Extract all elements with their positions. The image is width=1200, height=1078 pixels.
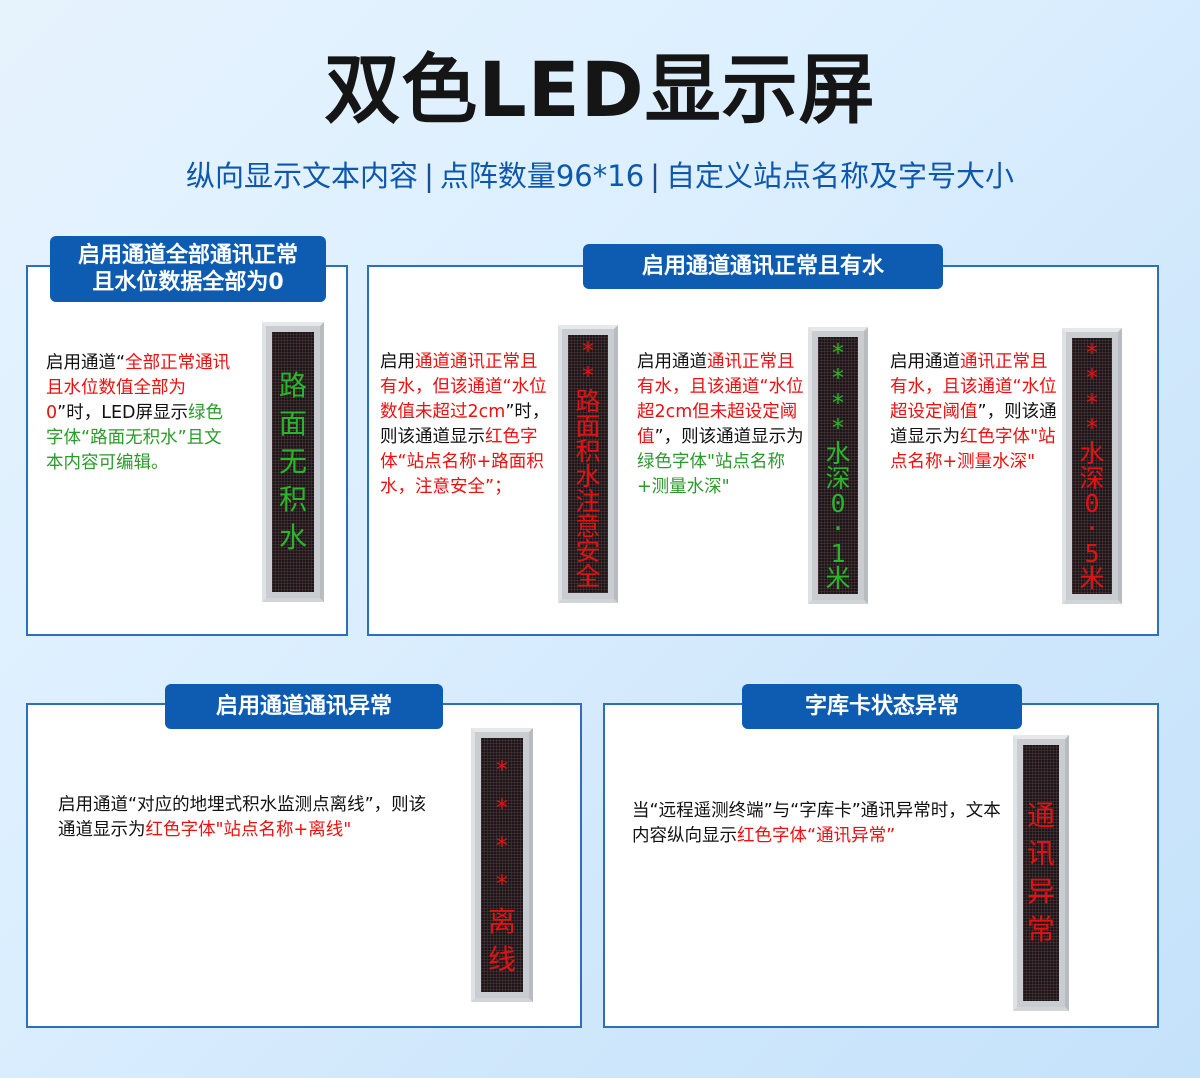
page-title: 双色LED显示屏 — [324, 45, 876, 134]
led-character: * — [1084, 389, 1100, 417]
description-segment: 通讯正常且有水，且该通道“水位超2cm但未超设定阈值 — [637, 352, 804, 447]
card-font-card-error — [603, 703, 1159, 1028]
led-character: * — [494, 756, 510, 784]
description-segment: ”，则该通道显示为 — [890, 402, 1057, 447]
description-segment: 红色字体"站点名称+测量水深" — [890, 427, 1056, 472]
card-description: 启用通道通讯正常且有水，但该通道“水位数值未超过2cm”时，则该通道显示红色字体… — [380, 350, 550, 500]
description-segment: 通讯正常且有水，且该通道“水位超设定阈值 — [890, 352, 1057, 422]
led-character: 深 — [1079, 464, 1105, 493]
led-character: 米 — [825, 563, 851, 593]
led-character: 积 — [575, 437, 601, 466]
led-character: 意 — [575, 512, 601, 541]
led-character: 0 — [1084, 489, 1100, 518]
description-segment: 红色字体“站点名称+路面积水，注意安全”； — [380, 427, 544, 497]
led-character: 水 — [278, 521, 307, 554]
led-character: 面 — [575, 412, 601, 441]
led-character: 水 — [825, 438, 851, 468]
subtitle-separator: | — [424, 159, 434, 193]
badge-line-1: 启用通道全部通讯正常 — [77, 243, 298, 268]
card-badge: 启用通道通讯异常 — [165, 684, 443, 729]
led-character: * — [830, 413, 846, 442]
card-badge: 字库卡状态异常 — [742, 684, 1022, 729]
description-segment: 红色字体"站点名称+离线" — [145, 820, 352, 840]
card-description: 启用通道“全部正常通讯且水位数值全部为0”时，LED屏显示绿色字体“路面无积水”… — [46, 351, 238, 476]
led-character: 水 — [1079, 439, 1105, 468]
card-badge: 启用通道通讯正常且有水 — [583, 244, 943, 289]
led-character: · — [830, 513, 846, 543]
led-display: 路面无积水 — [262, 322, 324, 602]
led-character: 线 — [487, 943, 516, 976]
led-character: · — [1084, 514, 1100, 543]
led-character: * — [494, 794, 510, 822]
led-character: 通 — [1026, 799, 1055, 832]
led-screen: 路面无积水 — [272, 332, 314, 592]
led-character: 深 — [825, 463, 851, 493]
description-segment: 启用通道 — [637, 352, 707, 372]
led-character: 注 — [575, 487, 601, 516]
description-segment: 绿色字体"站点名称+测量水深" — [637, 452, 786, 497]
card-description: 启用通道通讯正常且有水，且该通道“水位超设定阈值”，则该通道显示为红色字体"站点… — [890, 350, 1058, 475]
led-screen: **路面积水注意安全 — [568, 335, 608, 593]
card-description: 启用通道“对应的地埋式积水监测点离线”，则该通道显示为红色字体"站点名称+离线" — [58, 793, 438, 843]
led-character: * — [830, 363, 846, 392]
led-character: * — [830, 338, 846, 367]
led-character: 5 — [1084, 539, 1100, 568]
description-segment: 启用通道“ — [46, 353, 126, 373]
led-character: * — [494, 832, 510, 860]
description-segment: 全部正常通讯且水位数值全部为0 — [46, 353, 231, 423]
led-character: 全 — [575, 562, 601, 591]
led-character: * — [1084, 414, 1100, 442]
led-character: 讯 — [1026, 837, 1055, 870]
description-segment: 启用通道 — [890, 352, 960, 372]
led-character: 路 — [575, 387, 601, 416]
led-character: 离 — [487, 905, 516, 938]
led-screen: 通讯异常 — [1023, 745, 1059, 1001]
led-display: 通讯异常 — [1013, 735, 1069, 1011]
description-segment: ”时，则该通道显示 — [380, 402, 550, 447]
led-screen: * * * * 离线 — [481, 738, 523, 992]
subtitle-part-2: 点阵数量96*16 — [439, 159, 645, 193]
led-character: 积 — [278, 483, 307, 516]
description-segment: ”时，LED屏显示 — [57, 403, 188, 423]
card-normal-with-water — [367, 265, 1159, 636]
led-character: 米 — [1079, 564, 1105, 593]
led-character: 水 — [575, 462, 601, 491]
led-character: * — [580, 362, 596, 390]
led-character: 0 — [830, 488, 846, 518]
subtitle-part-3: 自定义站点名称及字号大小 — [665, 159, 1014, 193]
led-display: * * * * 离线 — [471, 728, 533, 1002]
description-segment: 红色字体“通讯异常” — [737, 826, 896, 846]
description-segment: 当“远程遥测终端”与“字库卡”通讯异常时，文本内容纵向显示 — [632, 801, 1001, 846]
description-segment: 通道通讯正常且有水，但该通道“水位数值未超过2cm — [380, 352, 547, 422]
description-segment: 绿色字体“路面无积水”且文本内容可编辑。 — [46, 403, 223, 473]
description-segment: 启用通道“对应的地埋式积水监测点离线”，则该通道显示为 — [58, 795, 427, 840]
led-character: 常 — [1026, 913, 1055, 946]
led-character: 安 — [575, 537, 601, 566]
led-character: * — [1084, 364, 1100, 392]
led-character: * — [1084, 339, 1100, 367]
led-character: * — [494, 870, 510, 898]
description-segment: 启用 — [380, 352, 415, 372]
led-display: **路面积水注意安全 — [558, 325, 618, 603]
card-description: 当“远程遥测终端”与“字库卡”通讯异常时，文本内容纵向显示红色字体“通讯异常” — [632, 799, 1012, 849]
card-badge: 启用通道全部通讯正常 且水位数据全部为0 — [50, 236, 326, 302]
led-character: * — [830, 388, 846, 417]
subtitle-separator: | — [650, 159, 660, 193]
led-character: 无 — [278, 445, 307, 478]
page-subtitle: 纵向显示文本内容|点阵数量96*16|自定义站点名称及字号大小 — [0, 154, 1200, 198]
description-segment: ”，则该通道显示为 — [654, 427, 804, 447]
card-description: 启用通道通讯正常且有水，且该通道“水位超2cm但未超设定阈值”，则该通道显示为绿… — [637, 350, 805, 500]
led-character: 面 — [278, 407, 307, 440]
subtitle-part-1: 纵向显示文本内容 — [186, 159, 419, 193]
led-character: 1 — [830, 538, 846, 568]
led-character: 异 — [1026, 875, 1055, 908]
led-character: * — [580, 337, 596, 365]
badge-line-2: 且水位数据全部为0 — [92, 270, 284, 295]
led-character: 路 — [278, 369, 307, 402]
